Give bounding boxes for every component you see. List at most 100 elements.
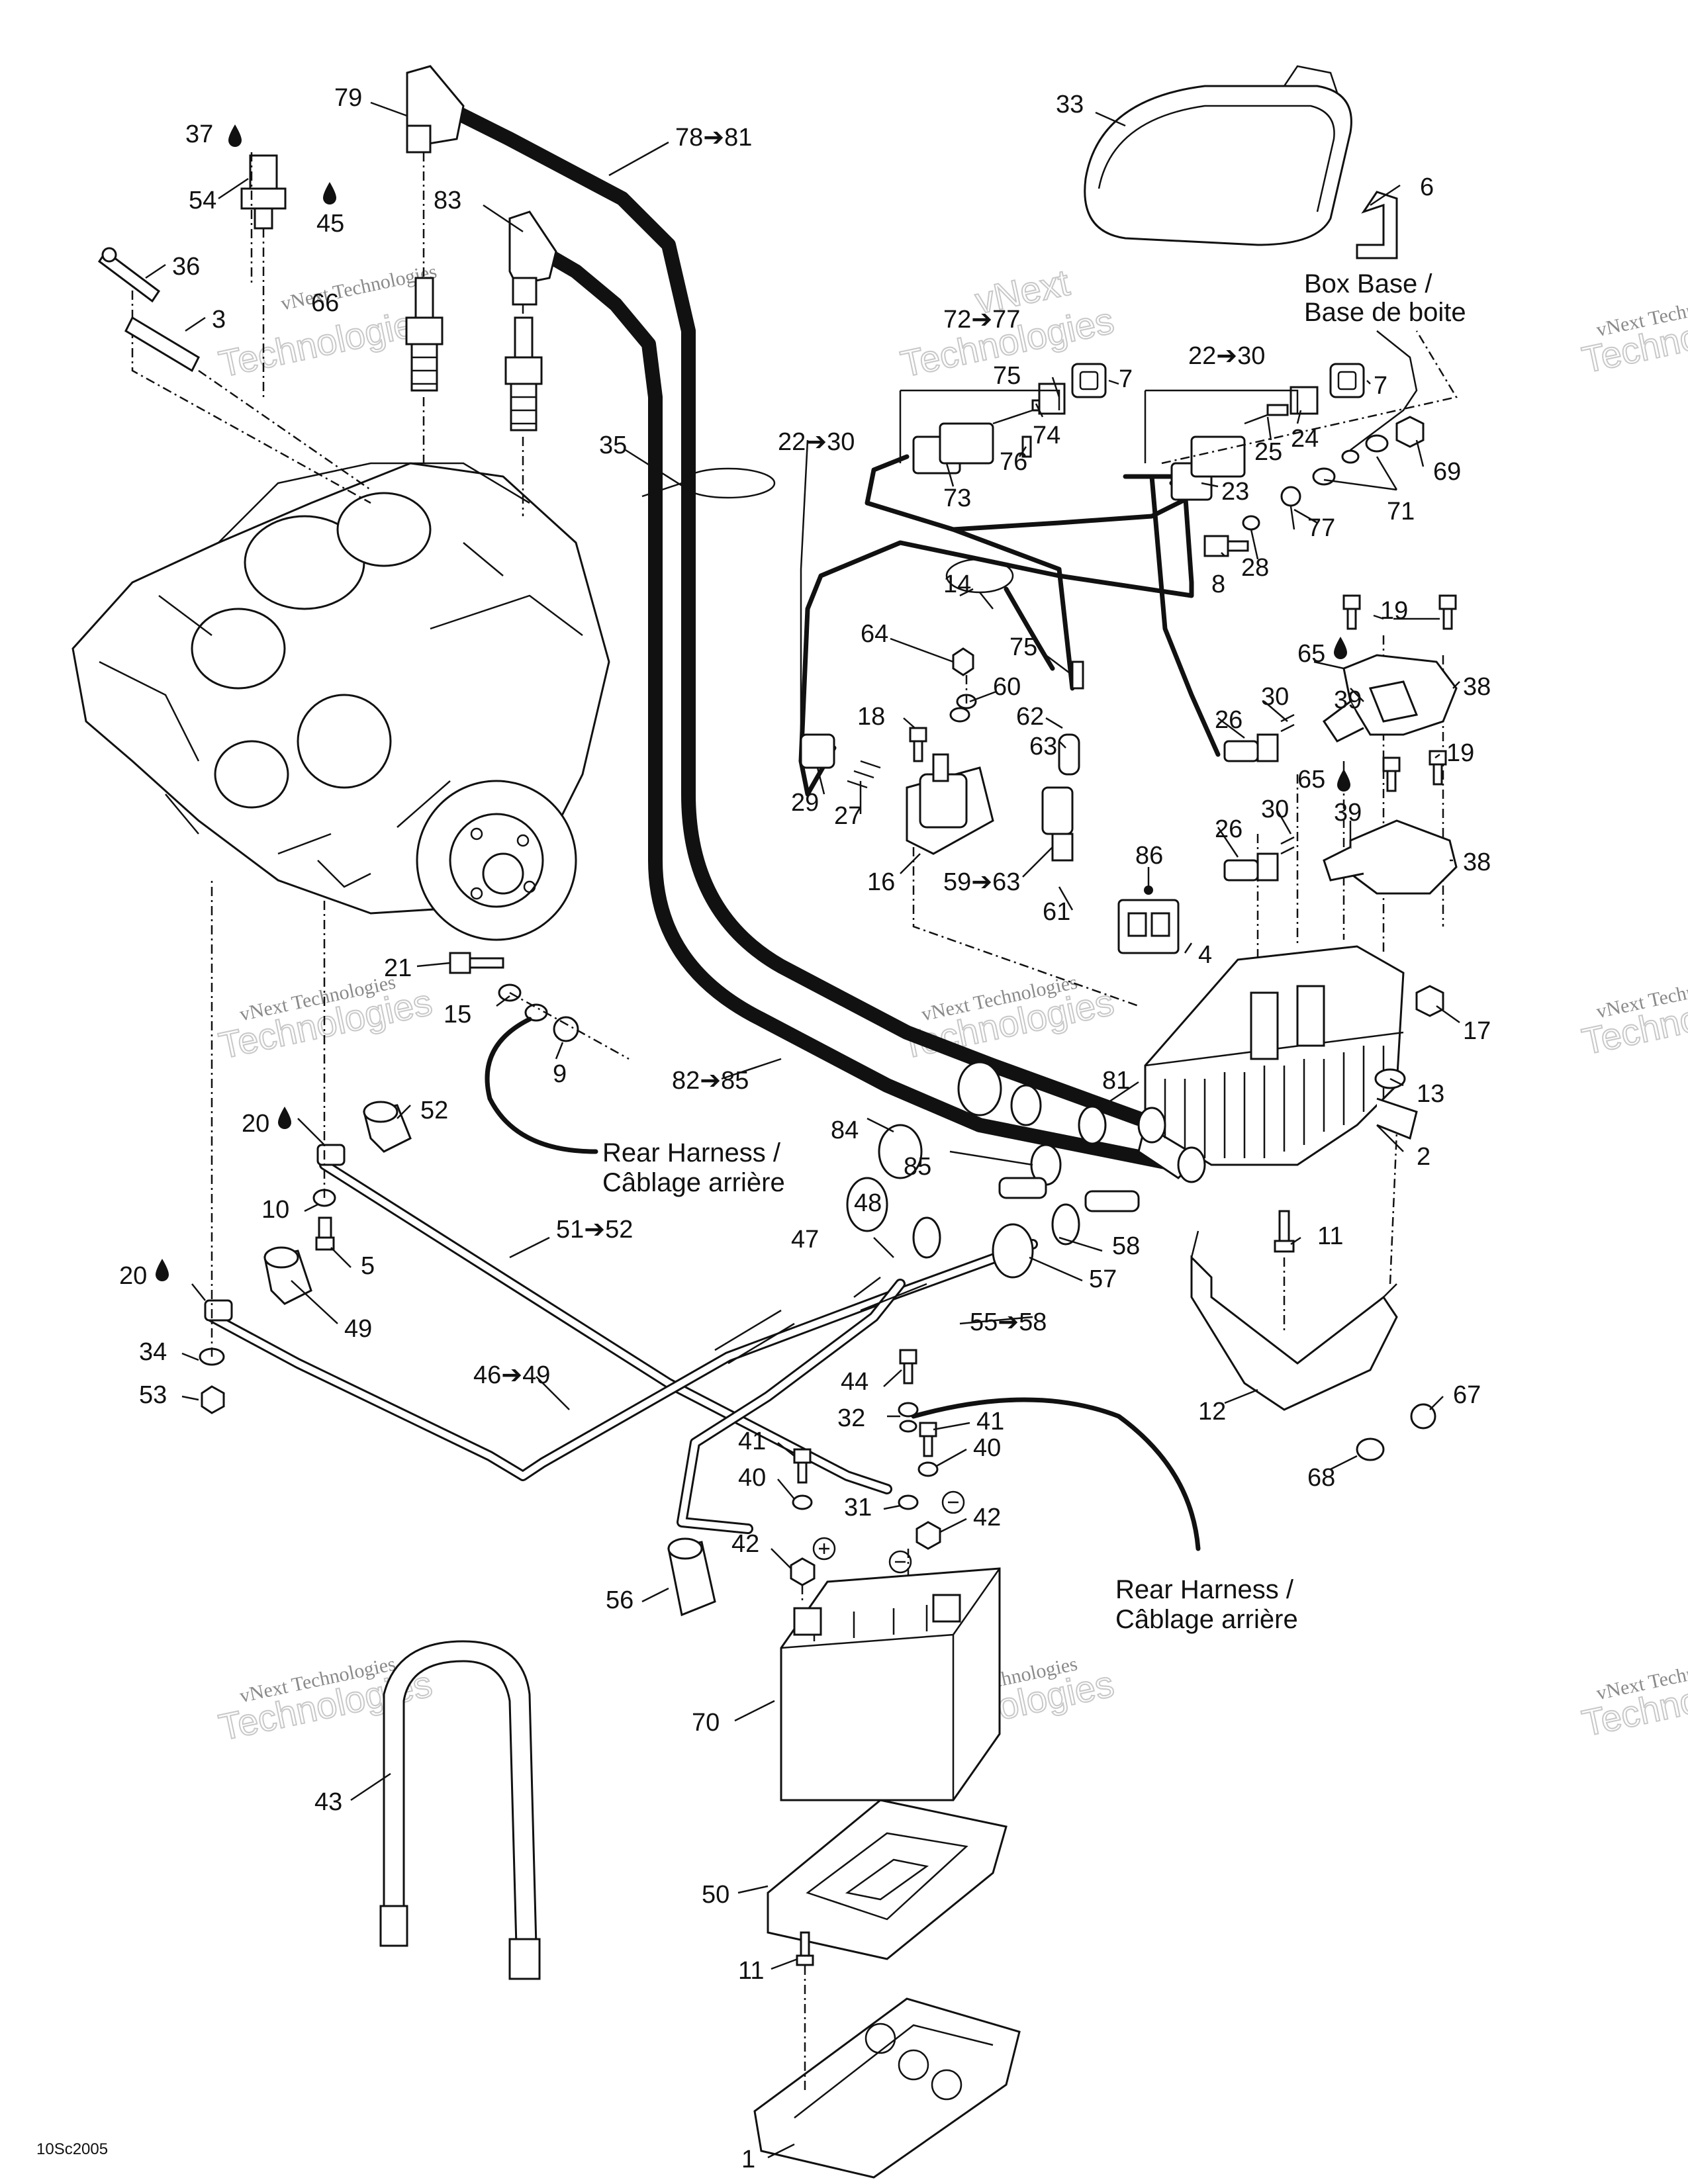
seal-7-a [1071, 363, 1107, 398]
callout-label: 10 [261, 1196, 289, 1224]
minus-terminal-icon [941, 1490, 965, 1514]
bracket-12 [1190, 1230, 1398, 1411]
callout-label: 18 [857, 703, 885, 731]
callout-labels: 79 78➔81 37 54 45 83 36 66 3 35 22➔30 72… [36, 84, 1491, 2173]
assembly-line [1283, 1131, 1398, 1330]
callout-label: 31 [844, 1494, 872, 1522]
screw-8 [1203, 535, 1249, 557]
callout-label: 43 [314, 1788, 342, 1816]
lock-24 [1289, 386, 1319, 415]
oil-drop-icon [1337, 769, 1350, 792]
callout-label: 6 [1420, 173, 1434, 201]
callout-label: 28 [1241, 554, 1269, 582]
callout-label: 74 [1033, 422, 1060, 449]
callout-label: 16 [867, 868, 895, 896]
tie-wrap-14 [945, 558, 1014, 610]
oil-drop-icon [323, 182, 336, 205]
callout-label: 11 [738, 1957, 764, 1985]
nut-69 [1395, 416, 1425, 448]
callout-label: 69 [1433, 458, 1461, 486]
ground-cable-9 [485, 1003, 598, 1154]
rear-harness-caption: Câblage arrière [602, 1168, 785, 1197]
leader-lines [145, 101, 1460, 2159]
callout-label: 35 [599, 432, 627, 459]
callout-label: 27 [834, 802, 862, 830]
washers-71 [1312, 434, 1389, 486]
tie-wrap-35 [641, 467, 776, 499]
oil-drop-icon [228, 124, 242, 147]
nut-64 [952, 647, 974, 676]
callout-label: 4 [1198, 941, 1212, 969]
callout-label: 65 [1297, 766, 1325, 794]
callout-label: 15 [444, 1001, 471, 1028]
callout-label: 52 [420, 1097, 448, 1124]
callout-label: 59➔63 [943, 868, 1020, 896]
callout-label: 75 [1009, 633, 1037, 661]
box-base-caption: Box Base / [1304, 269, 1432, 298]
callout-label: 19 [1446, 739, 1474, 767]
rear-harness-caption: Rear Harness / [602, 1138, 781, 1167]
ring-terminal-77 [1280, 486, 1301, 530]
callout-label: 50 [702, 1881, 729, 1909]
callout-label: 78➔81 [675, 124, 752, 152]
callout-label: 39 [1334, 799, 1362, 827]
plus-terminal-icon [812, 1537, 836, 1561]
hex-key-6 [1356, 191, 1398, 259]
oil-drop-icon [156, 1259, 169, 1281]
lock-74 [1038, 383, 1066, 415]
engine-assembly [71, 462, 610, 941]
callout-label: 7 [1374, 372, 1387, 400]
callout-label: 68 [1307, 1464, 1335, 1492]
connectors-26-30 [1223, 713, 1295, 882]
figure-code: 10Sc2005 [36, 2140, 108, 2158]
callout-label: 38 [1463, 673, 1491, 701]
callout-label: 67 [1453, 1381, 1481, 1409]
callout-label: 14 [943, 570, 971, 598]
minus-terminal-icon [888, 1550, 912, 1574]
rear-harness-caption: Rear Harness / [1115, 1575, 1294, 1604]
callout-label: 66 [311, 289, 339, 317]
callout-label: 22➔30 [1188, 342, 1265, 370]
callout-label: 17 [1463, 1017, 1491, 1045]
callout-label: 1 [741, 2146, 755, 2173]
callout-label: 11 [1317, 1222, 1343, 1250]
seal-7-b [1329, 363, 1365, 398]
callout-label: 20 [242, 1110, 269, 1138]
callout-label: 72➔77 [943, 306, 1020, 334]
callout-label: 42 [973, 1504, 1001, 1531]
connector-29 [800, 733, 835, 769]
connector-23 [1170, 435, 1246, 501]
callout-label: 36 [172, 253, 200, 281]
assembly-line [912, 847, 1139, 1007]
callout-label: 58 [1112, 1232, 1140, 1260]
callout-label: 48 [854, 1189, 882, 1217]
part-3 [124, 316, 200, 373]
callout-label: 54 [189, 187, 216, 214]
callout-label: 61 [1043, 898, 1070, 926]
callout-label: 39 [1334, 686, 1362, 714]
connector-73 [912, 422, 994, 475]
callout-label: 38 [1463, 848, 1491, 876]
callout-label: 71 [1387, 498, 1415, 525]
assembly-line [1256, 635, 1444, 960]
wedge-76 [1021, 435, 1032, 458]
battery-70 [780, 1567, 1001, 1801]
callout-label: 56 [606, 1586, 633, 1614]
battery-support-1 [753, 1997, 1021, 2179]
callout-label: 85 [904, 1153, 931, 1181]
callout-label: 65 [1297, 640, 1325, 668]
callout-label: 82➔85 [672, 1067, 749, 1095]
callout-label: 75 [993, 362, 1021, 390]
callout-label: 40 [973, 1434, 1001, 1462]
callout-label: 55➔58 [970, 1308, 1047, 1336]
box-base-caption: Base de boite [1304, 298, 1466, 327]
callout-label: 46➔49 [473, 1361, 550, 1389]
terminal-75-b [1071, 660, 1084, 690]
callout-label: 23 [1221, 478, 1249, 506]
callout-label: 53 [139, 1381, 167, 1409]
screw-18 [909, 727, 927, 762]
callout-label: 34 [139, 1338, 167, 1366]
solenoid-16 [906, 707, 994, 855]
